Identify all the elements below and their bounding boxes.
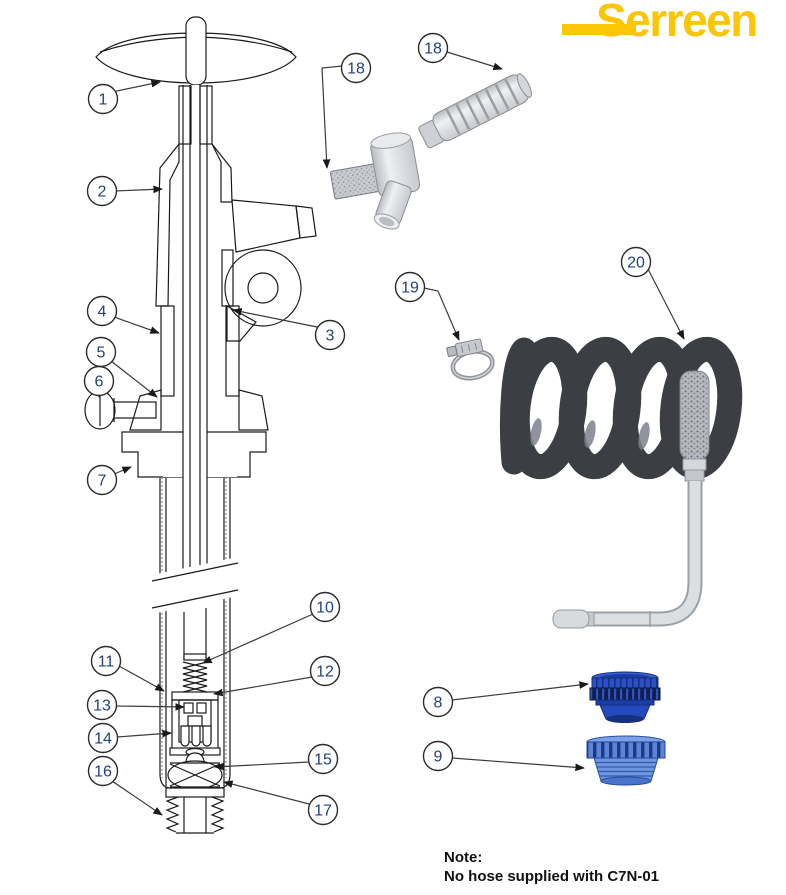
callout-17: 17 (223, 780, 339, 826)
callout-16: 16 (87, 755, 163, 816)
callout-11: 11 (90, 645, 165, 692)
callout-circle (309, 655, 341, 687)
callout-13: 13 (86, 689, 185, 721)
tube-break (151, 557, 239, 660)
callout-circle (87, 722, 119, 754)
hose-wand (552, 370, 710, 629)
logo-dash (562, 24, 636, 35)
outlet-flange (165, 787, 225, 798)
callout-circle (87, 755, 119, 787)
callout-number: 18 (424, 41, 442, 58)
callout-number: 12 (316, 664, 334, 681)
hose-braid (679, 370, 710, 461)
loose-parts (329, 73, 743, 786)
handle-stem-cap (185, 16, 207, 86)
callout-circle (307, 743, 339, 775)
valve-washer (171, 691, 219, 701)
outlet-threads (165, 787, 225, 834)
callout-18: 18 (417, 32, 503, 71)
callout-18: 18 (321, 52, 372, 169)
callout-circle (309, 591, 341, 623)
callout-number: 19 (401, 280, 419, 297)
faucet-cross-section (84, 16, 317, 834)
coiled-hose (499, 336, 743, 480)
callout-circle (314, 319, 346, 351)
adapter-part-8 (589, 671, 661, 723)
callout-1: 1 (87, 80, 161, 115)
callout-number: 4 (98, 304, 107, 321)
callout-number: 6 (95, 374, 104, 391)
callout-9: 9 (422, 740, 585, 772)
stem-packing (178, 85, 213, 145)
callout-8: 8 (422, 681, 589, 718)
callout-number: 10 (316, 600, 334, 617)
callout-circle (90, 645, 122, 677)
callout-circle (86, 295, 118, 327)
callout-circle (422, 740, 454, 772)
brand-logo: Serreen (596, 0, 758, 46)
callout-circle (422, 686, 454, 718)
callout-number: 7 (98, 473, 107, 490)
callout-circle (620, 246, 652, 278)
callout-circle (86, 175, 118, 207)
callout-15: 15 (214, 743, 339, 775)
spring (182, 653, 208, 693)
note-block: Note: No hose supplied with C7N-01 (444, 848, 659, 886)
callout-circle (340, 52, 372, 84)
callout-circle (83, 365, 115, 397)
callout-circle (86, 464, 118, 496)
callout-circle (394, 271, 426, 303)
callout-number: 14 (94, 731, 112, 748)
callout-number: 2 (98, 184, 107, 201)
callout-10: 10 (202, 591, 341, 664)
valve-stem (182, 85, 208, 572)
lower-tube (159, 478, 231, 789)
branch-hole (247, 272, 279, 304)
callout-circle (87, 83, 119, 115)
callout-4: 4 (86, 295, 160, 334)
callout-20: 20 (620, 246, 685, 340)
barb-fitting (418, 73, 532, 149)
elbow-fitting (329, 132, 421, 230)
branch-boss (224, 249, 302, 327)
callout-circle (307, 794, 339, 826)
callout-6: 6 (83, 365, 115, 398)
callout-circle (417, 32, 449, 64)
wand-tip (552, 609, 590, 629)
callout-7: 7 (86, 464, 132, 496)
callout-19: 19 (394, 271, 460, 341)
callout-3: 3 (232, 307, 346, 351)
hose-clamp (446, 338, 495, 381)
callout-number: 5 (97, 345, 106, 362)
callout-number: 11 (98, 654, 115, 671)
valve-channels (180, 725, 212, 747)
callout-number: 13 (93, 698, 111, 715)
callout-number: 18 (347, 61, 365, 78)
valve-seat-assembly (167, 747, 223, 790)
valve-cartridge (169, 691, 221, 756)
callout-number: 9 (434, 749, 443, 766)
callout-number: 8 (434, 695, 443, 712)
mounting-flange (129, 389, 269, 431)
adapter-part-9 (586, 735, 666, 786)
t-handle (95, 16, 297, 86)
callout-14: 14 (87, 722, 172, 754)
thread-section (160, 305, 240, 397)
callout-number: 20 (627, 255, 645, 272)
callout-2: 2 (86, 175, 163, 207)
callout-number: 1 (99, 92, 108, 109)
callout-circle (86, 689, 118, 721)
callout-number: 15 (314, 752, 332, 769)
spout-branch (224, 199, 317, 342)
callout-number: 3 (326, 328, 335, 345)
note-title: Note: (444, 849, 483, 866)
callout-number: 17 (314, 803, 332, 820)
note-body: No hose supplied with C7N-01 (444, 868, 660, 885)
callout-12: 12 (213, 655, 341, 697)
callout-number: 16 (94, 764, 112, 781)
mounting-screw (84, 390, 157, 430)
